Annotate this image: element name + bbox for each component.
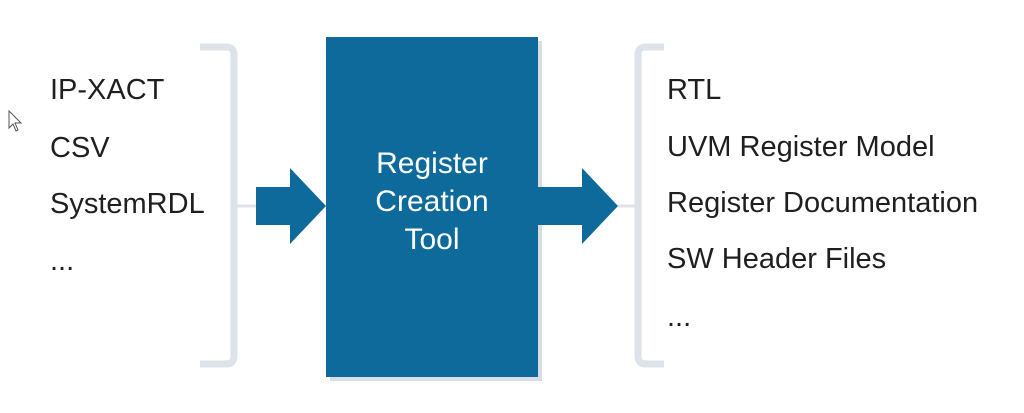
tool-box [326, 37, 538, 377]
output-bracket [634, 43, 664, 368]
output-sw-header-files: SW Header Files [667, 243, 887, 275]
output-arrow [538, 168, 618, 244]
output-uvm-register-model: UVM Register Model [667, 131, 935, 163]
input-bracket [200, 43, 238, 368]
output-rtl: RTL [667, 74, 722, 106]
tool-label-line-3: Tool [404, 223, 460, 256]
input-systemrdl: SystemRDL [50, 188, 205, 220]
tool-label: Register Creation Tool [326, 145, 538, 259]
input-ip-xact: IP-XACT [50, 74, 165, 106]
input-arrow [256, 168, 326, 244]
tool-label-line-1: Register [376, 147, 488, 180]
input-csv: CSV [50, 132, 110, 164]
mouse-pointer-icon [8, 109, 23, 132]
output-register-documentation: Register Documentation [667, 187, 979, 219]
tool-label-line-2: Creation [375, 185, 489, 218]
input-more: ... [50, 245, 75, 277]
output-more: ... [667, 301, 692, 333]
